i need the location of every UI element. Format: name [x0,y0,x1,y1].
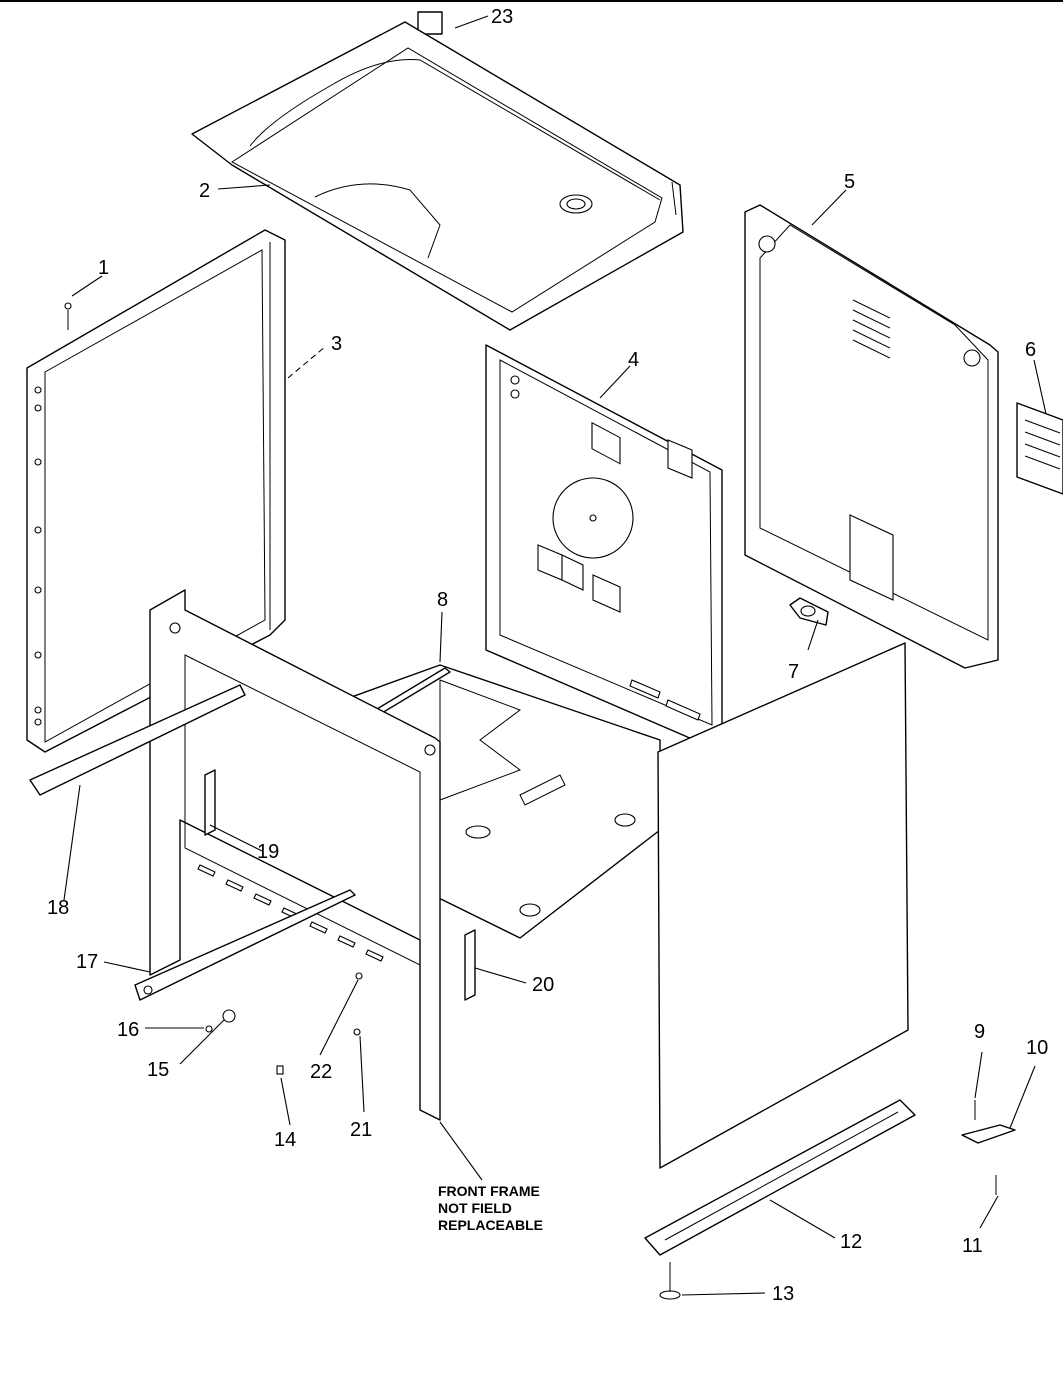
note-line-3: REPLACEABLE [438,1217,543,1233]
part-18-base-rail [29,684,246,796]
part-4-rear-panel [485,344,723,746]
callout-3: 3 [331,333,342,355]
part-7-bracket [789,597,829,626]
part-15-washer [222,1009,236,1023]
callout-7: 7 [788,661,799,683]
callout-10: 10 [1026,1037,1048,1059]
side-panel-holes [34,386,42,726]
callout-13: 13 [772,1283,794,1305]
callout-21: 21 [350,1119,372,1141]
callout-20: 20 [532,974,554,996]
callout-4: 4 [628,349,639,371]
callout-6: 6 [1025,339,1036,361]
front-frame [149,589,441,1121]
note-line-2: NOT FIELD [438,1200,512,1216]
callout-17: 17 [76,951,98,973]
part-17-rail [134,889,356,1001]
callout-2: 2 [199,180,210,202]
part-21-screw [353,1028,361,1036]
callout-18: 18 [47,897,69,919]
part-6-vent-cover [1016,402,1063,495]
right-side-panel [657,642,909,1169]
callout-23: 23 [491,6,513,28]
part-19-hinge [204,769,216,836]
front-frame-slots [197,864,384,962]
callout-9: 9 [974,1021,985,1043]
callout-16: 16 [117,1019,139,1041]
leader-lines [63,15,1047,1296]
callout-14: 14 [274,1129,296,1151]
callout-5: 5 [844,171,855,193]
note-line-1: FRONT FRAME [438,1183,540,1199]
callout-1: 1 [98,257,109,279]
callout-8: 8 [437,589,448,611]
back-panel-vents [852,299,891,359]
part-20-hinge [464,929,476,1001]
callout-11: 11 [962,1235,983,1257]
callout-22: 22 [310,1061,332,1083]
part-10-bracket [961,1124,1016,1144]
callout-19: 19 [257,841,279,863]
top-border-line [0,0,1063,2]
part-3-left-side-panel [26,229,286,753]
part-1-screw [64,302,72,330]
part-14-clip [276,1065,284,1075]
callout-numbers: 23 2 1 3 4 5 6 7 8 19 20 18 17 16 15 14 … [47,6,1048,1305]
part-13-leveling-leg [659,1262,681,1300]
part-23-bracket [417,11,443,35]
callout-12: 12 [840,1231,862,1253]
front-frame-note: FRONT FRAME NOT FIELD REPLACEABLE [438,1183,543,1233]
part-2-top-panel [191,21,684,331]
part-22-screw [355,972,363,980]
callout-15: 15 [147,1059,169,1081]
part-16-screw [205,1025,213,1033]
part-12-base-rail [644,1099,916,1256]
part-5-back-panel [744,204,999,669]
